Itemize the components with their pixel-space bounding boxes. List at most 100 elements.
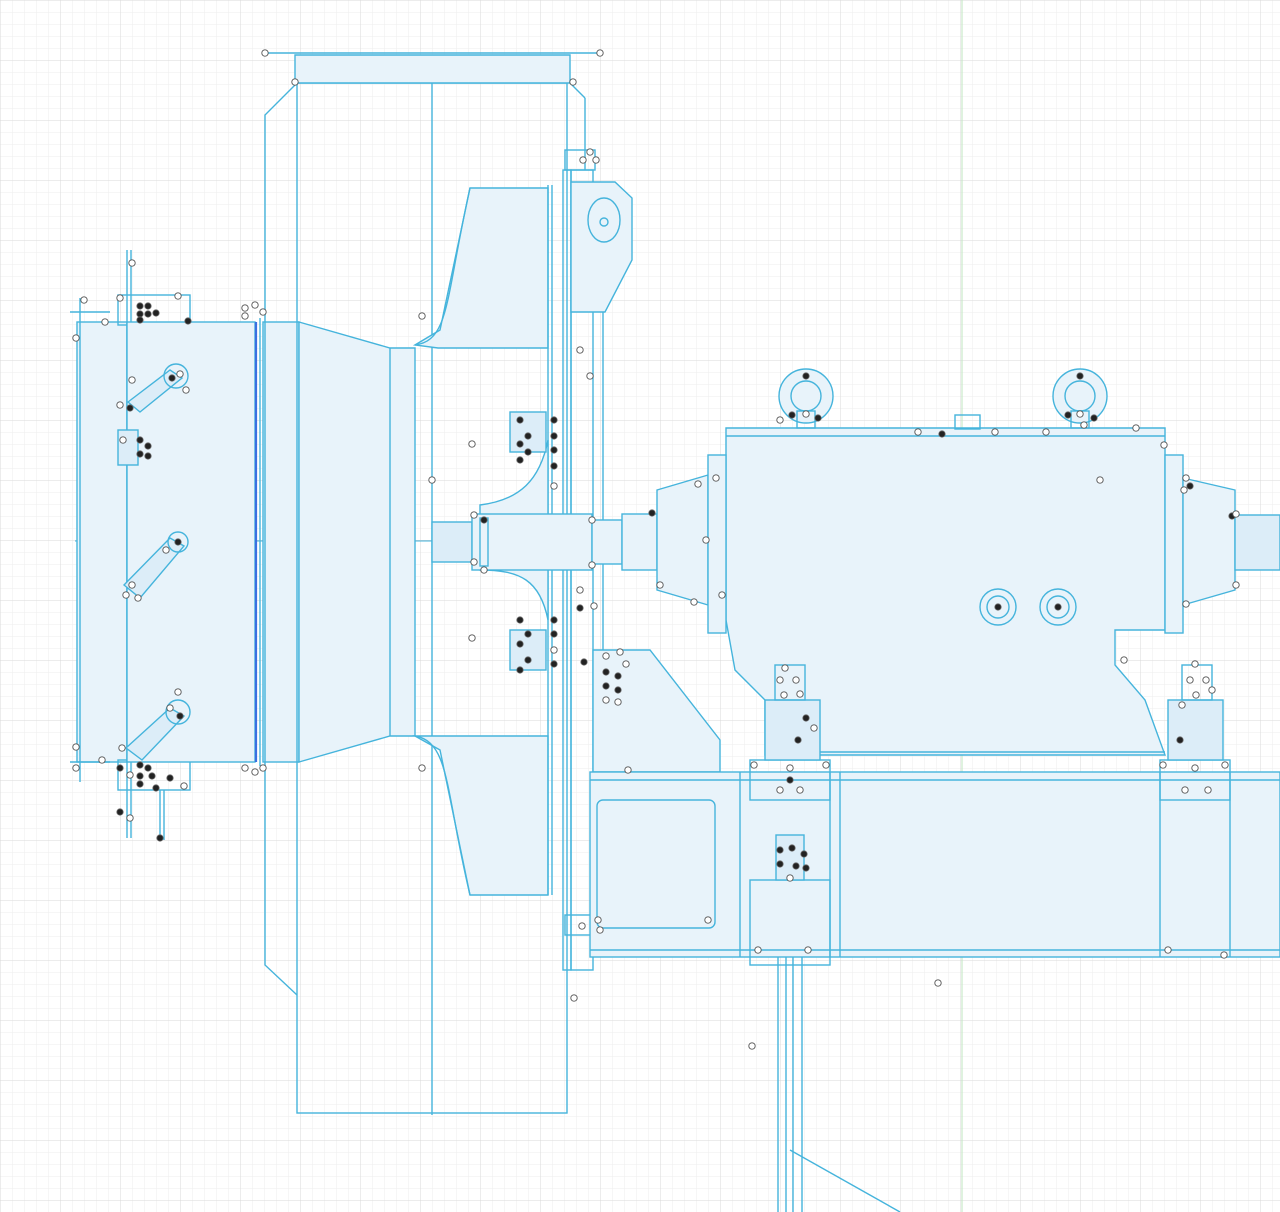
selection-handle[interactable] xyxy=(776,860,784,868)
selection-handle[interactable] xyxy=(1132,424,1140,432)
selection-handle[interactable] xyxy=(174,688,182,696)
selection-handle[interactable] xyxy=(614,686,622,694)
selection-handle[interactable] xyxy=(1180,486,1188,494)
selection-handle[interactable] xyxy=(624,766,632,774)
selection-handle[interactable] xyxy=(570,994,578,1002)
selection-handle[interactable] xyxy=(134,594,142,602)
gearbox-housing[interactable] xyxy=(656,414,1280,761)
selection-handle[interactable] xyxy=(174,292,182,300)
selection-handle[interactable] xyxy=(776,846,784,854)
selection-handle[interactable] xyxy=(168,374,176,382)
selection-handle[interactable] xyxy=(524,656,532,664)
selection-handle[interactable] xyxy=(180,782,188,790)
selection-handle[interactable] xyxy=(569,78,577,86)
selection-handle[interactable] xyxy=(516,416,524,424)
selection-handle[interactable] xyxy=(1232,581,1240,589)
selection-handle[interactable] xyxy=(470,558,478,566)
selection-handle[interactable] xyxy=(786,874,794,882)
selection-handle[interactable] xyxy=(516,616,524,624)
selection-handle[interactable] xyxy=(794,736,802,744)
selection-handle[interactable] xyxy=(251,301,259,309)
selection-handle[interactable] xyxy=(622,660,630,668)
selection-handle[interactable] xyxy=(126,771,134,779)
selection-handle[interactable] xyxy=(259,308,267,316)
selection-handle[interactable] xyxy=(776,416,784,424)
selection-handle[interactable] xyxy=(428,476,436,484)
selection-handle[interactable] xyxy=(1220,951,1228,959)
selection-handle[interactable] xyxy=(781,664,789,672)
selection-handle[interactable] xyxy=(470,511,478,519)
selection-handle[interactable] xyxy=(594,916,602,924)
selection-handle[interactable] xyxy=(938,430,946,438)
selection-handle[interactable] xyxy=(550,616,558,624)
selection-handle[interactable] xyxy=(578,922,586,930)
selection-handle[interactable] xyxy=(418,764,426,772)
selection-handle[interactable] xyxy=(1204,786,1212,794)
selection-handle[interactable] xyxy=(550,462,558,470)
inlet-vane-housing[interactable] xyxy=(117,318,300,766)
selection-handle[interactable] xyxy=(72,764,80,772)
selection-handle[interactable] xyxy=(1076,372,1084,380)
selection-handle[interactable] xyxy=(576,586,584,594)
selection-handle[interactable] xyxy=(72,743,80,751)
selection-handle[interactable] xyxy=(586,372,594,380)
selection-handle[interactable] xyxy=(516,640,524,648)
selection-handle[interactable] xyxy=(792,862,800,870)
selection-handle[interactable] xyxy=(776,786,784,794)
selection-handle[interactable] xyxy=(802,410,810,418)
selection-handle[interactable] xyxy=(119,436,127,444)
selection-handle[interactable] xyxy=(144,452,152,460)
selection-handle[interactable] xyxy=(550,660,558,668)
selection-handle[interactable] xyxy=(592,156,600,164)
selection-handle[interactable] xyxy=(241,304,249,312)
selection-handle[interactable] xyxy=(480,516,488,524)
selection-handle[interactable] xyxy=(116,764,124,772)
selection-handle[interactable] xyxy=(550,482,558,490)
selection-handle[interactable] xyxy=(788,411,796,419)
selection-handle[interactable] xyxy=(1192,691,1200,699)
selection-handle[interactable] xyxy=(1096,476,1104,484)
selection-handle[interactable] xyxy=(126,814,134,822)
lifting-eye-right[interactable] xyxy=(1052,368,1108,429)
selection-handle[interactable] xyxy=(776,676,784,684)
selection-handle[interactable] xyxy=(128,581,136,589)
selection-handle[interactable] xyxy=(166,774,174,782)
selection-handle[interactable] xyxy=(524,448,532,456)
selection-handle[interactable] xyxy=(1120,656,1128,664)
selection-handle[interactable] xyxy=(690,598,698,606)
selection-handle[interactable] xyxy=(590,602,598,610)
selection-handle[interactable] xyxy=(550,630,558,638)
selection-handle[interactable] xyxy=(1164,946,1172,954)
selection-handle[interactable] xyxy=(1090,414,1098,422)
lifting-eye-left[interactable] xyxy=(778,368,834,429)
selection-handle[interactable] xyxy=(524,630,532,638)
selection-handles[interactable] xyxy=(72,49,1240,1050)
selection-handle[interactable] xyxy=(128,376,136,384)
selection-handle[interactable] xyxy=(128,259,136,267)
selection-handle[interactable] xyxy=(648,509,656,517)
selection-handle[interactable] xyxy=(596,926,604,934)
selection-handle[interactable] xyxy=(596,49,604,57)
selection-handle[interactable] xyxy=(602,668,610,676)
support-column[interactable] xyxy=(777,957,901,1212)
selection-handle[interactable] xyxy=(1178,701,1186,709)
selection-handle[interactable] xyxy=(588,561,596,569)
selection-handle[interactable] xyxy=(148,772,156,780)
selection-handle[interactable] xyxy=(550,432,558,440)
selection-handle[interactable] xyxy=(822,761,830,769)
selection-handle[interactable] xyxy=(1159,761,1167,769)
selection-handle[interactable] xyxy=(792,676,800,684)
selection-handle[interactable] xyxy=(804,946,812,954)
selection-handle[interactable] xyxy=(576,346,584,354)
selection-handle[interactable] xyxy=(748,1042,756,1050)
selection-handle[interactable] xyxy=(176,712,184,720)
selection-handle[interactable] xyxy=(468,634,476,642)
selection-handle[interactable] xyxy=(152,784,160,792)
selection-handle[interactable] xyxy=(796,690,804,698)
selection-handle[interactable] xyxy=(1182,474,1190,482)
selection-handle[interactable] xyxy=(136,780,144,788)
selection-handle[interactable] xyxy=(1054,603,1062,611)
selection-handle[interactable] xyxy=(176,370,184,378)
selection-handle[interactable] xyxy=(101,318,109,326)
